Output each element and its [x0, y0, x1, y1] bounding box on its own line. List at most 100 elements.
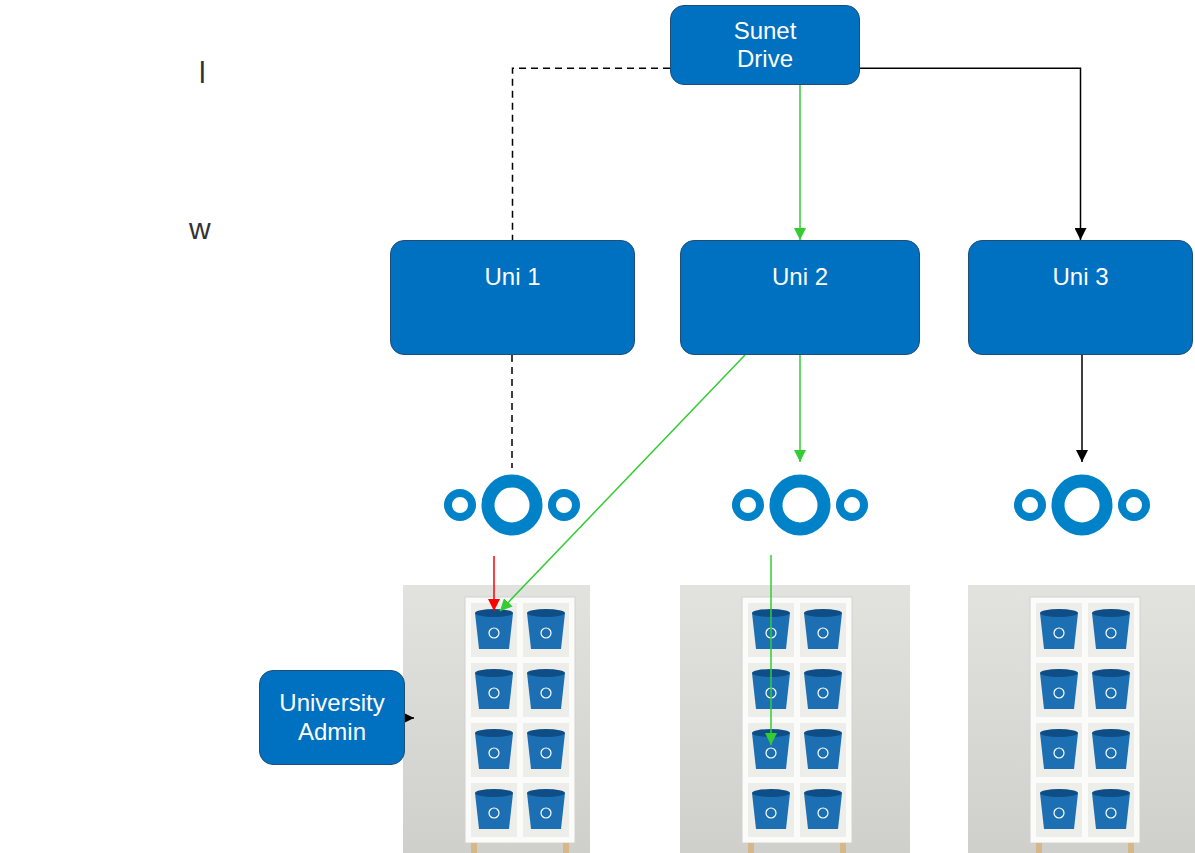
s3-bucket: [1040, 613, 1078, 649]
s3-mark: [489, 688, 499, 698]
shelf-cell: [1088, 603, 1134, 657]
s3-mark: [489, 748, 499, 758]
process-box: Sunet Drive: [670, 5, 860, 85]
s3-mark: [818, 808, 828, 818]
cut-off-text: w: [189, 212, 211, 245]
s3-bucket: [527, 733, 565, 769]
s3-bucket: [1040, 733, 1078, 769]
s3-bucket: [752, 793, 790, 829]
wire: [799, 355, 801, 462]
shelf-cell: [1036, 783, 1082, 837]
shelf-cell: [471, 723, 517, 777]
shelf-cell: [748, 783, 794, 837]
photo-ground: [680, 585, 910, 853]
box-label: Uni 1: [484, 263, 540, 291]
bucket-rim: [1092, 789, 1130, 797]
connector: [799, 85, 801, 240]
s3-bucket: [475, 793, 513, 829]
s3-bucket: [804, 613, 842, 649]
process-box: Uni 2: [680, 240, 920, 355]
shelf-frame: [1030, 597, 1140, 843]
shelf-cell: [1088, 783, 1134, 837]
bucket-rim: [475, 669, 513, 677]
shelf-cell: [1036, 603, 1082, 657]
s3-mark: [818, 748, 828, 758]
shelf-cell: [471, 663, 517, 717]
photo-ground: [403, 585, 590, 853]
cloud-ring: [488, 481, 536, 529]
cloud-ring: [1018, 493, 1042, 517]
bucket-shelves: [403, 585, 1195, 853]
shelf-cell: [1088, 723, 1134, 777]
s3-bucket: [475, 733, 513, 769]
s3-bucket: [475, 673, 513, 709]
bucket-shelf: [968, 585, 1195, 853]
bucket-shelf: [680, 585, 910, 853]
bucket-rim: [804, 729, 842, 737]
bucket-shelf: [403, 585, 590, 853]
s3-bucket: [1092, 673, 1130, 709]
s3-bucket: [1092, 793, 1130, 829]
s3-mark: [1106, 688, 1116, 698]
s3-mark: [1106, 628, 1116, 638]
bucket-rim: [527, 669, 565, 677]
cloud-ring: [776, 481, 824, 529]
s3-mark: [541, 688, 551, 698]
s3-mark: [489, 628, 499, 638]
s3-bucket: [527, 613, 565, 649]
s3-bucket: [475, 613, 513, 649]
shelf-cell: [523, 663, 569, 717]
nextcloud-icon: [1018, 481, 1146, 529]
process-box: University Admin: [259, 670, 405, 765]
connector: [860, 68, 1081, 240]
shelf-cell: [1036, 723, 1082, 777]
s3-bucket: [1040, 793, 1078, 829]
s3-mark: [766, 808, 776, 818]
s3-mark: [818, 628, 828, 638]
shelf-leg: [471, 843, 477, 853]
shelf-cell: [1036, 663, 1082, 717]
bucket-rim: [752, 789, 790, 797]
bucket-rim: [1092, 609, 1130, 617]
shelf-cell: [800, 663, 846, 717]
cloud-ring: [840, 493, 864, 517]
s3-bucket: [804, 733, 842, 769]
bucket-rim: [1040, 789, 1078, 797]
nextcloud-icons: [448, 481, 1146, 529]
s3-bucket: [1092, 733, 1130, 769]
shelf-frame: [742, 597, 852, 843]
box-label: Uni 2: [772, 263, 828, 291]
nextcloud-icon: [448, 481, 576, 529]
s3-bucket: [1040, 673, 1078, 709]
s3-mark: [541, 808, 551, 818]
bucket-rim: [804, 789, 842, 797]
shelf-cell: [523, 603, 569, 657]
s3-mark: [766, 748, 776, 758]
s3-mark: [489, 808, 499, 818]
s3-bucket: [1092, 613, 1130, 649]
s3-mark: [1054, 688, 1064, 698]
shelf-cell: [1088, 663, 1134, 717]
wires: [402, 355, 1082, 745]
bucket-rim: [804, 669, 842, 677]
s3-mark: [541, 748, 551, 758]
shelf-leg: [563, 843, 569, 853]
s3-mark: [1054, 628, 1064, 638]
s3-bucket: [527, 793, 565, 829]
shelf-frame: [465, 597, 575, 843]
s3-bucket: [804, 793, 842, 829]
cloud-ring: [552, 493, 576, 517]
photo-ground: [968, 585, 1195, 853]
connector: [513, 68, 671, 240]
bucket-rim: [475, 729, 513, 737]
shelf-leg: [748, 843, 754, 853]
cloud-ring: [448, 493, 472, 517]
shelf-leg: [1036, 843, 1042, 853]
bucket-rim: [527, 609, 565, 617]
bucket-rim: [527, 729, 565, 737]
s3-mark: [1106, 808, 1116, 818]
cloud-ring: [1122, 493, 1146, 517]
cloud-ring: [1058, 481, 1106, 529]
